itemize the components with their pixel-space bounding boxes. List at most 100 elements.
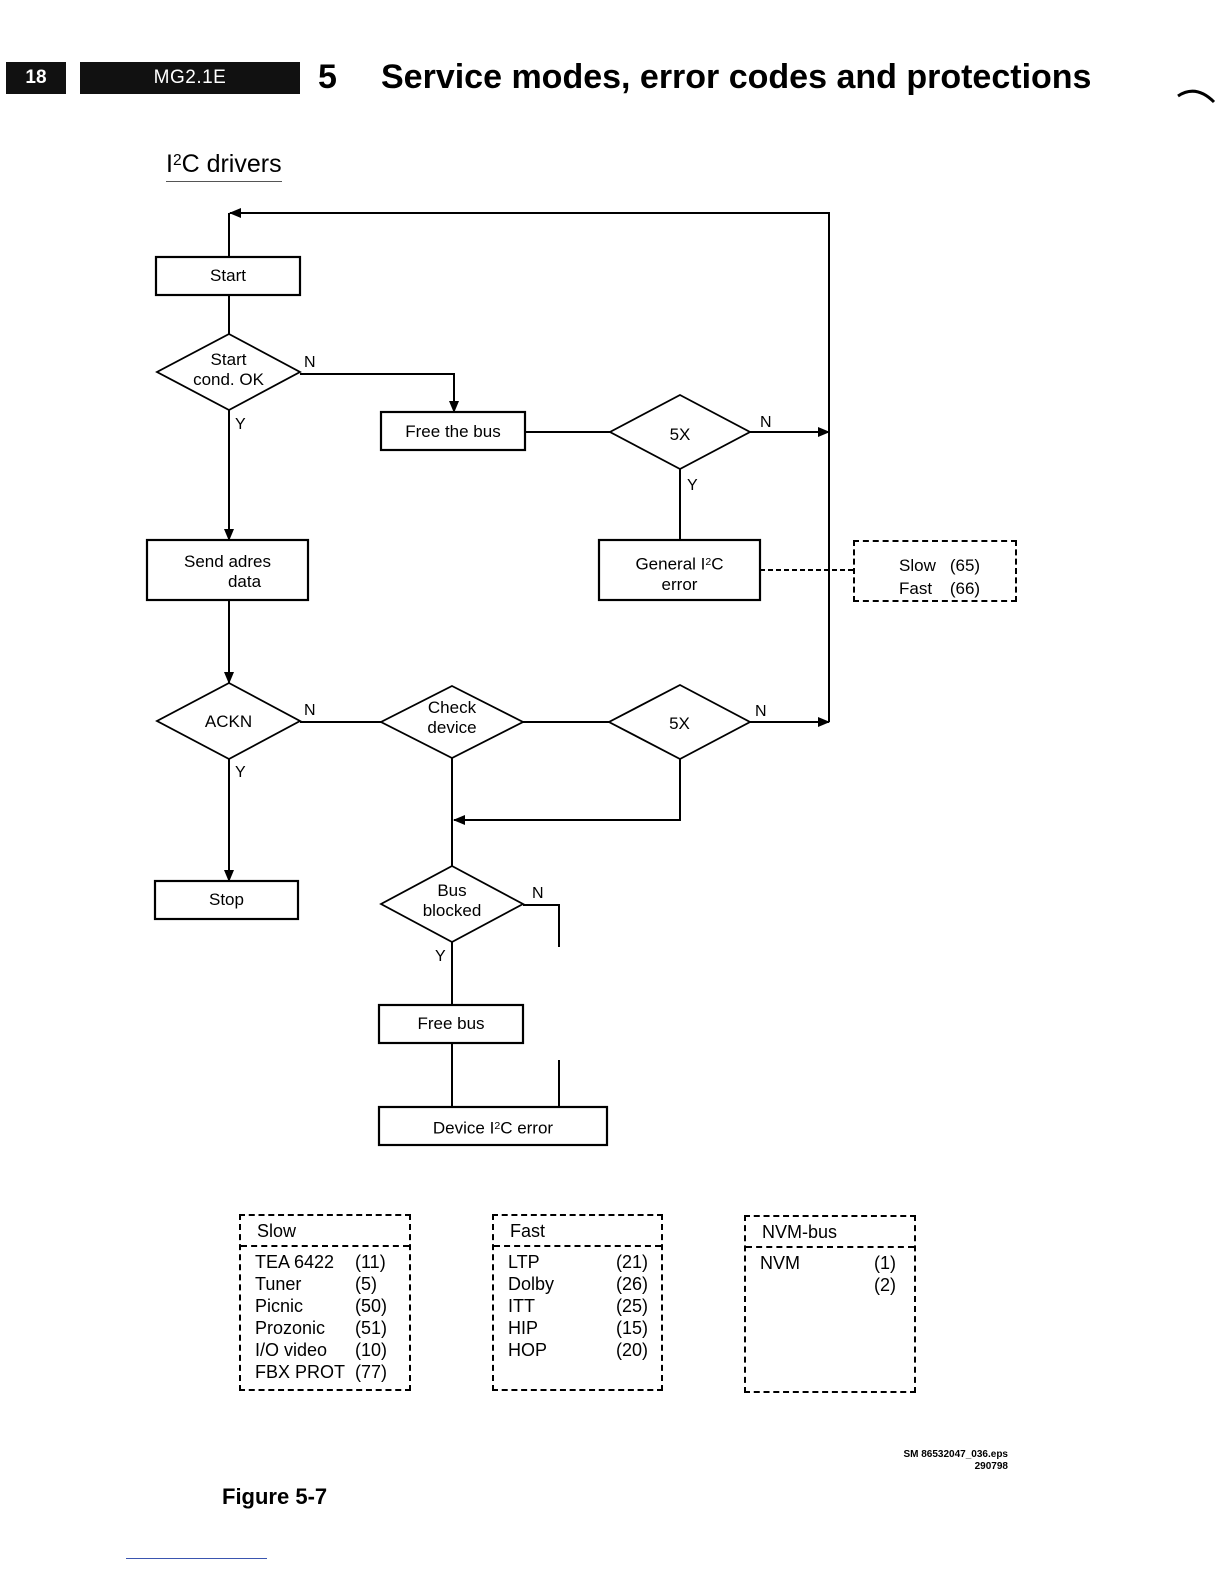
ackn-yes-label: Y	[235, 764, 246, 781]
error-code-row: Fast (66)	[899, 578, 980, 599]
legend-code: (26)	[615, 1274, 648, 1294]
legend-fast: Fast LTP (21) Dolby (26) ITT(25) HIP (15) H…	[492, 1214, 663, 1391]
legend-name: I/O video	[255, 1340, 328, 1360]
general-error-shape	[597, 538, 762, 602]
free-bus-label: Free bus	[417, 1014, 485, 1033]
check-device-diamond	[379, 684, 525, 760]
file-reference: SM 86532047_036.eps 290798	[880, 1449, 1008, 1473]
bus-blocked-no-label: N	[532, 885, 544, 902]
legend-row: I/O video(10)	[255, 1339, 387, 1361]
check-device-line2: device	[427, 718, 477, 737]
legend-name: FBX PROT	[255, 1362, 346, 1382]
legend-fast-title: Fast	[494, 1216, 661, 1247]
free-bus-shape	[377, 1003, 525, 1045]
legend-row: Picnic(50)	[255, 1295, 387, 1317]
legend-nvm-table: NVM (1) (2)	[760, 1252, 896, 1296]
error-codes-box: Slow (65) Fast (66)	[853, 540, 1017, 602]
legend-code: (5)	[355, 1274, 378, 1294]
section-title-sup: 2	[172, 152, 182, 170]
bus-blocked-line1: Bus	[437, 881, 467, 900]
legend-name: Dolby	[508, 1274, 555, 1294]
error-code-value: (65)	[949, 556, 981, 575]
legend-code: (1)	[874, 1253, 896, 1273]
legend-row: ITT(25)	[508, 1295, 648, 1317]
error-code-value: (66)	[949, 579, 981, 598]
bus-blocked-diamond	[379, 864, 525, 944]
model-label: MG2.1E	[80, 62, 300, 94]
legend-name: Prozonic	[255, 1318, 326, 1338]
general-error-label: General I2C error	[599, 552, 760, 595]
general-error-prefix: General I	[635, 554, 706, 574]
legend-code: (15)	[615, 1318, 648, 1338]
free-the-bus-label: Free the bus	[405, 422, 501, 441]
legend-row: Prozonic (51)	[255, 1317, 387, 1339]
legend-row: Dolby (26)	[508, 1273, 648, 1295]
chapter-number: 5	[318, 58, 337, 96]
legend-row: HOP(20)	[508, 1339, 648, 1361]
general-error-line1: General I2C	[599, 552, 760, 575]
start-box-label: Start	[210, 266, 246, 285]
legend-code: (11)	[355, 1252, 386, 1272]
legend-name: Picnic	[255, 1296, 304, 1316]
legend-code: (77)	[355, 1362, 388, 1382]
legend-slow-table: TEA 6422 (11) Tuner(5) Picnic(50) Prozoni…	[255, 1251, 387, 1383]
legend-name: HOP	[508, 1340, 548, 1360]
device-error-prefix: Device I	[432, 1118, 495, 1138]
retry-mid-label: 5X	[669, 714, 690, 733]
legend-row: Tuner(5)	[255, 1273, 387, 1295]
start-cond-diamond	[155, 332, 302, 412]
legend-row: FBX PROT (77)	[255, 1361, 387, 1383]
legend-nvm-title: NVM-bus	[746, 1217, 914, 1248]
chapter-title: Service modes, error codes and protectio…	[381, 58, 1092, 96]
error-code-name: Fast	[899, 579, 933, 598]
legend-row: HIP (15)	[508, 1317, 648, 1339]
bus-blocked-label: Bus blocked	[381, 881, 523, 921]
start-cond-label: Start cond. OK	[157, 350, 300, 390]
legend-name: NVM	[760, 1253, 800, 1273]
file-reference-line1: SM 86532047_036.eps	[903, 1449, 1008, 1460]
file-reference-line2: 290798	[974, 1461, 1008, 1472]
error-code-row: Slow (65)	[899, 555, 980, 576]
page-corner-mark	[1177, 89, 1216, 104]
stop-box-shape	[153, 879, 300, 921]
legend-name: LTP	[508, 1252, 540, 1272]
retry-top-yes-label: Y	[687, 477, 698, 494]
legend-name	[760, 1274, 836, 1296]
device-error-label: Device I2C error	[379, 1116, 607, 1139]
footer-rule	[126, 1558, 267, 1559]
legend-row: NVM (1)	[760, 1252, 896, 1274]
general-error-rest: C	[711, 554, 724, 574]
device-error-rest: C error	[500, 1118, 554, 1138]
section-title-prefix: I	[166, 150, 173, 178]
start-cond-line1: Start	[210, 350, 247, 369]
legend-row: LTP (21)	[508, 1251, 648, 1273]
retry-top-diamond	[608, 393, 752, 471]
page-number: 18	[6, 62, 66, 94]
legend-code: (51)	[355, 1318, 388, 1338]
retry-mid-no-label: N	[755, 703, 767, 720]
connector-loop-top	[229, 208, 830, 432]
bus-blocked-yes-label: Y	[435, 948, 446, 965]
ackn-label: ACKN	[204, 712, 253, 731]
device-error-sup: 2	[494, 1120, 501, 1132]
legend-row: (2)	[760, 1274, 896, 1296]
error-codes-table: Slow (65) Fast (66)	[897, 553, 982, 601]
legend-slow: Slow TEA 6422(11) Tuner(5) Picnic(50) Pr…	[239, 1214, 411, 1391]
legend-row: TEA 6422 (11)	[255, 1251, 387, 1273]
start-cond-line2: cond. OK	[193, 370, 264, 389]
start-cond-no-label: N	[304, 354, 316, 371]
legend-code: (21)	[615, 1252, 648, 1272]
legend-code: (2)	[874, 1275, 896, 1295]
stop-box-label: Stop	[209, 890, 244, 909]
legend-name: ITT	[508, 1296, 535, 1316]
send-adres-line2: data	[227, 572, 262, 591]
section-title: I2C drivers	[166, 150, 282, 182]
free-the-bus-shape	[379, 410, 527, 452]
start-cond-yes-label: Y	[235, 416, 246, 433]
send-adres-label: Send adres data	[147, 552, 308, 592]
legend-name: HIP	[508, 1318, 539, 1338]
device-error-shape	[377, 1105, 609, 1147]
legend-name: TEA 6422	[255, 1252, 335, 1272]
retry-top-no-label: N	[760, 414, 772, 431]
